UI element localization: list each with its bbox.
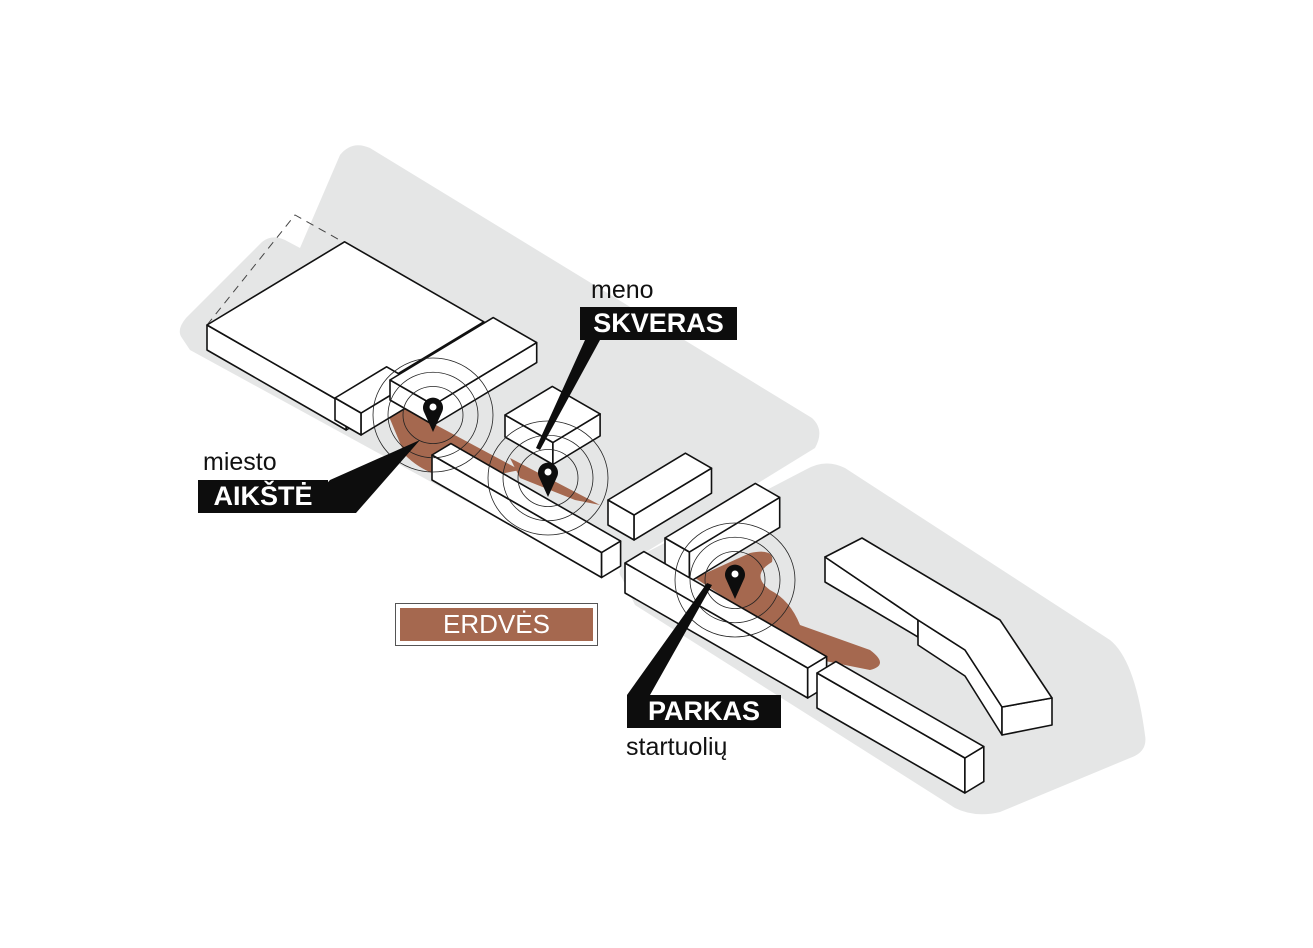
map-pin-icon: [538, 462, 558, 497]
skveras-prefix: meno: [591, 276, 654, 304]
map-pin-icon: [725, 564, 745, 599]
aikste-tag: AIKŠTĖ: [198, 480, 328, 513]
radius-ring: [387, 371, 479, 459]
building-ushape: [607, 452, 713, 541]
parkas-pointer: [627, 583, 712, 695]
skveras-space: [510, 458, 600, 505]
skveras-pointer: [536, 340, 600, 450]
map-pin-shape: [423, 397, 443, 432]
building-bar-south: [816, 660, 985, 794]
pins: [423, 397, 745, 599]
radius-ring: [517, 449, 579, 507]
map-pin-shape: [538, 462, 558, 497]
map-pin-hole: [544, 468, 552, 476]
map-pin-icon: [423, 397, 443, 432]
dashed-boundary: [206, 214, 346, 326]
legend-swatch-spaces: ERDVĖS: [400, 608, 593, 641]
radius-ring: [487, 420, 609, 536]
aikste-space: [380, 395, 520, 480]
building-roof: [607, 452, 713, 516]
parkas-suffix: startuolių: [626, 733, 728, 761]
radius-ring: [704, 551, 766, 609]
map-pin-hole: [731, 570, 739, 578]
building-roof: [824, 537, 1053, 708]
radius-ring: [372, 357, 494, 473]
legend: ERDVĖS: [395, 603, 598, 646]
map-pin-shape: [725, 564, 745, 599]
building-roof: [206, 241, 485, 406]
radius-ring: [402, 386, 464, 444]
parkas-tag: PARKAS: [627, 695, 781, 728]
aikste-prefix: miesto: [203, 448, 277, 476]
aikste-pointer: [300, 440, 420, 513]
building-roof: [816, 660, 985, 759]
map-pin-hole: [429, 403, 437, 411]
building-roof: [389, 316, 538, 406]
radius-ring: [689, 536, 781, 624]
building-roof: [664, 482, 781, 553]
skveras-tag: SKVERAS: [580, 307, 737, 340]
label-pointers: [300, 340, 712, 695]
building-bent-east: [824, 537, 1053, 736]
radius-ring: [674, 522, 796, 638]
